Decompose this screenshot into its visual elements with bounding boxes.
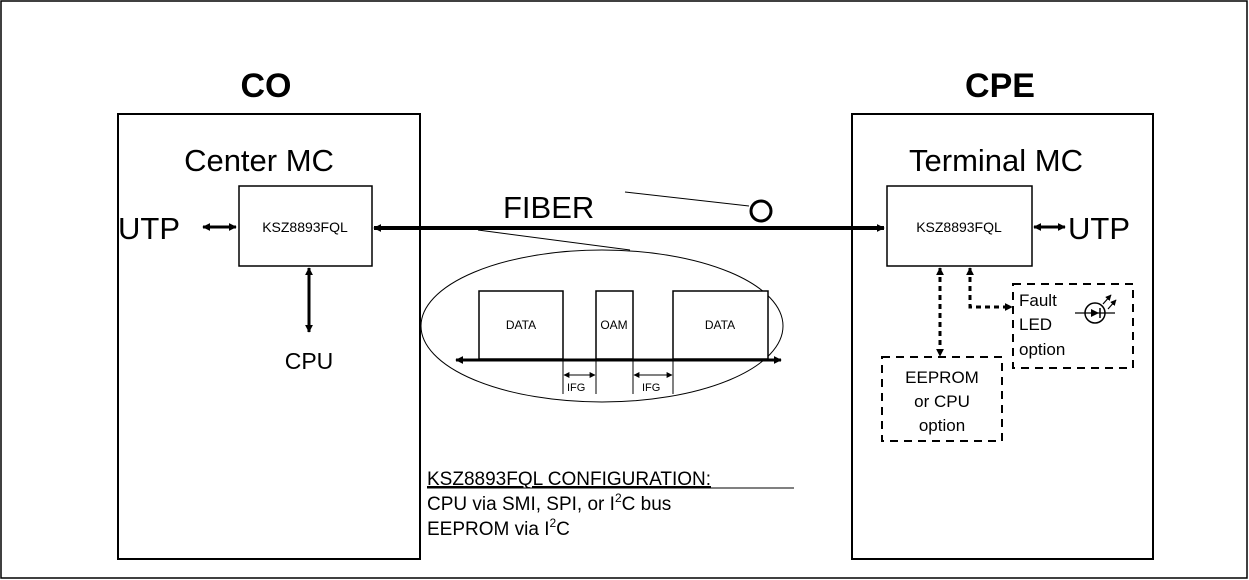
callout-line-left	[477, 229, 631, 251]
fiber-leader-line	[624, 191, 750, 207]
fault-led-line1: Fault	[1019, 291, 1057, 310]
frame-data-label-2: DATA	[705, 318, 735, 332]
frame-data-label-1: DATA	[506, 318, 536, 332]
config-line-1-sup: 2	[615, 491, 622, 505]
config-line-1-post: C bus	[622, 494, 672, 515]
cpe-box	[851, 113, 1154, 560]
co-chip-box	[238, 185, 373, 267]
config-line-2: EEPROM via I2C	[427, 516, 570, 540]
config-line-2-sup: 2	[549, 516, 556, 530]
led-icon	[1075, 294, 1117, 324]
fault-led-line3: option	[1019, 340, 1065, 359]
config-heading: KSZ8893FQL CONFIGURATION:	[427, 469, 711, 490]
co-chip-label: KSZ8893FQL	[262, 219, 348, 235]
ifg2-label: IFG	[642, 382, 660, 394]
co-box	[117, 113, 421, 560]
ifg1-label: IFG	[567, 382, 585, 394]
co-title: Center MC	[184, 143, 334, 178]
config-line-1-pre: CPU via SMI, SPI, or I	[427, 494, 615, 515]
cpe-utp-label: UTP	[1068, 211, 1130, 246]
fault-led-line2: LED	[1019, 315, 1052, 334]
cpe-heading: CPE	[965, 67, 1035, 105]
frame-detail-ellipse	[420, 249, 784, 403]
fault-led-dashed-arrow	[966, 267, 1013, 311]
frame-data-box-2	[672, 290, 769, 360]
co-cpu-label: CPU	[285, 348, 334, 374]
fiber-label: FIBER	[503, 190, 594, 225]
co-utp-label: UTP	[118, 211, 180, 246]
cpe-chip-label: KSZ8893FQL	[916, 219, 1002, 235]
eeprom-option-line2: or CPU	[914, 392, 970, 411]
config-line-2-post: C	[556, 519, 570, 540]
frame-oam-box	[595, 290, 634, 360]
cpe-chip-box	[886, 185, 1033, 267]
fiber-connector-icon	[749, 199, 773, 223]
eeprom-option-box	[881, 356, 1003, 442]
co-heading: CO	[241, 67, 292, 105]
eeprom-option-line3: option	[919, 416, 965, 435]
config-line-1: CPU via SMI, SPI, or I2C bus	[427, 491, 671, 515]
eeprom-option-line1: EEPROM	[905, 368, 979, 387]
fault-led-option-box	[1012, 283, 1134, 369]
frame-data-box-1	[478, 290, 564, 360]
frame-oam-label: OAM	[600, 318, 627, 332]
config-line-2-pre: EEPROM via I	[427, 519, 549, 540]
cpe-title: Terminal MC	[909, 143, 1083, 178]
